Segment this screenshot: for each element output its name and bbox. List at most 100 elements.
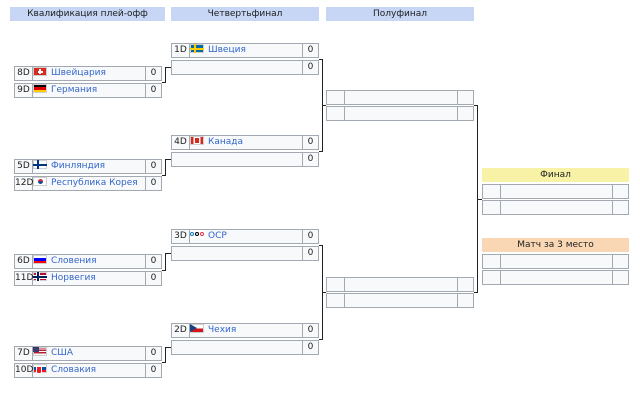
team-link[interactable]: Финляндия — [33, 160, 105, 173]
score: 0 — [145, 364, 161, 377]
seed: 11D — [15, 272, 34, 285]
team-link[interactable]: Норвегия — [33, 272, 96, 285]
seed: 9D — [15, 84, 33, 97]
semifinal-slot — [326, 106, 474, 121]
score — [612, 271, 628, 284]
team-name[interactable]: Швейцария — [51, 68, 106, 78]
connector-line — [165, 67, 171, 68]
team-name[interactable]: OCP — [208, 231, 227, 241]
team-name[interactable]: Республика Корея — [51, 178, 138, 188]
slovakia-flag — [33, 364, 47, 374]
connector-line — [165, 67, 166, 83]
team-name[interactable]: Словения — [51, 256, 97, 266]
semifinal-slot — [326, 277, 474, 292]
seed: 8D — [15, 67, 33, 80]
team-name[interactable]: Словакия — [51, 365, 97, 375]
finland-flag — [33, 160, 47, 169]
cell-divider — [500, 185, 501, 198]
cell-divider — [500, 271, 501, 284]
score: 0 — [302, 230, 318, 243]
team-name[interactable]: США — [51, 348, 74, 358]
playoff-slot: 10D Словакия 0 — [14, 363, 162, 378]
seed: 10D — [15, 364, 34, 377]
usa-flag — [33, 347, 47, 356]
playoff-slot: 5D Финляндия 0 — [14, 159, 162, 174]
connector-line — [165, 159, 171, 160]
playoff-slot: 6D Словения 0 — [14, 254, 162, 269]
score — [457, 107, 473, 120]
header-final: Финал — [482, 168, 629, 182]
header-playoff: Квалификация плей-офф — [10, 7, 165, 21]
playoff-slot: 12D Республика Корея 0 — [14, 176, 162, 191]
cell-divider — [500, 255, 501, 268]
canada-flag — [190, 136, 204, 145]
score: 0 — [302, 136, 318, 149]
seed: 4D — [172, 136, 190, 149]
connector-line — [474, 292, 477, 293]
connector-line — [322, 105, 326, 106]
semifinal-slot — [326, 90, 474, 105]
playoff-slot: 11D Норвегия 0 — [14, 271, 162, 286]
connector-line — [165, 347, 171, 348]
team-name[interactable]: Чехия — [208, 325, 237, 335]
team-link[interactable]: Канада — [190, 136, 243, 149]
seed: 3D — [172, 230, 190, 243]
connector-line — [162, 82, 165, 83]
team-link[interactable]: Швейцария — [33, 67, 106, 80]
switzerland-flag — [33, 67, 47, 76]
team-link[interactable]: Словакия — [33, 364, 96, 377]
connector-line — [319, 151, 322, 152]
sweden-flag — [190, 44, 204, 53]
semifinal-slot — [326, 293, 474, 308]
cell-divider — [344, 107, 345, 120]
cell-divider — [500, 201, 501, 214]
score — [457, 91, 473, 104]
norway-flag — [33, 272, 47, 281]
connector-line — [165, 253, 166, 271]
header-semifinal: Полуфинал — [326, 7, 474, 21]
seed: 1D — [172, 44, 190, 57]
score — [612, 255, 628, 268]
seed: 7D — [15, 347, 33, 360]
czech-flag — [190, 324, 204, 333]
team-link[interactable]: Швеция — [190, 44, 246, 57]
team-link[interactable]: Чехия — [190, 324, 236, 337]
header-third-place: Матч за 3 место — [482, 238, 629, 252]
team-link[interactable]: Словения — [33, 255, 97, 268]
team-name[interactable]: Норвегия — [51, 273, 96, 283]
team-name[interactable]: Финляндия — [51, 161, 106, 171]
final-slot — [482, 184, 629, 199]
team-link[interactable]: Республика Корея — [33, 177, 138, 190]
cell-divider — [344, 278, 345, 291]
score: 0 — [145, 177, 161, 190]
team-link[interactable]: OCP — [190, 230, 227, 243]
score: 0 — [302, 324, 318, 337]
connector-line — [322, 292, 326, 293]
score: 0 — [145, 255, 161, 268]
seed: 5D — [15, 160, 33, 173]
connector-line — [319, 245, 322, 246]
korea-flag — [33, 177, 47, 186]
team-name[interactable]: Германия — [51, 85, 98, 95]
quarter-slot: 2D Чехия 0 — [171, 323, 319, 338]
header-quarterfinal: Четвертьфинал — [171, 7, 319, 21]
score: 0 — [302, 44, 318, 57]
connector-line — [319, 339, 322, 340]
team-link[interactable]: Германия — [33, 84, 97, 97]
quarter-slot-empty: 0 — [171, 246, 319, 261]
score — [457, 294, 473, 307]
connector-line — [477, 199, 482, 200]
quarter-slot: 1D Швеция 0 — [171, 43, 319, 58]
germany-flag — [33, 84, 47, 93]
slovenia-flag — [33, 255, 47, 264]
connector-line — [165, 253, 171, 254]
score: 0 — [302, 153, 318, 166]
quarter-slot-empty: 0 — [171, 152, 319, 167]
score — [457, 278, 473, 291]
team-name[interactable]: Канада — [208, 137, 244, 147]
team-link[interactable]: США — [33, 347, 73, 360]
team-name[interactable]: Швеция — [208, 45, 246, 55]
seed: 6D — [15, 255, 33, 268]
score: 0 — [145, 84, 161, 97]
score: 0 — [302, 61, 318, 74]
